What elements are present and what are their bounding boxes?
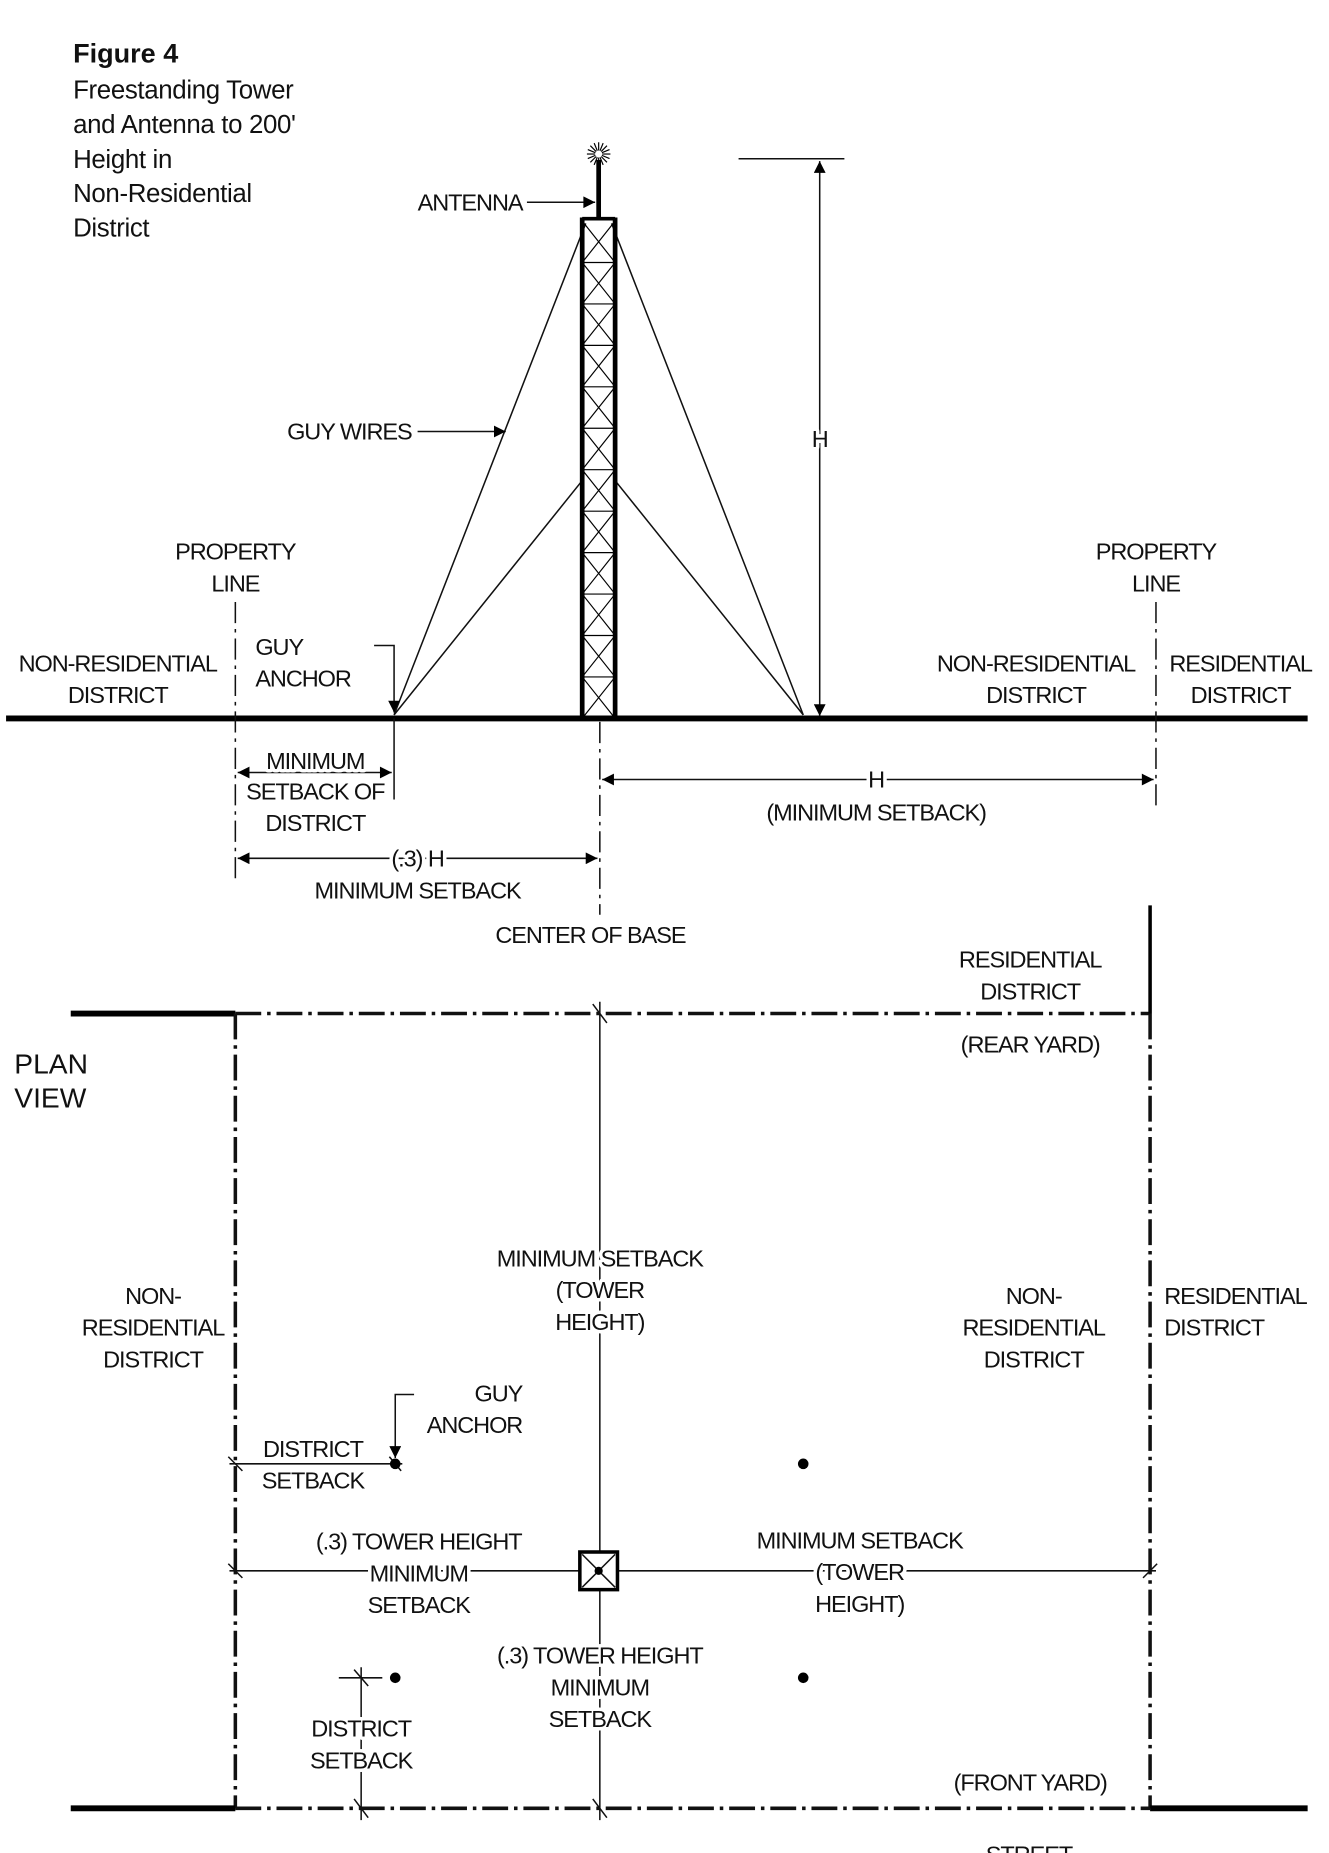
district-label: NON-RESIDENTIAL [937, 650, 1136, 676]
antenna-ray [601, 154, 610, 160]
dimension-label: SETBACK OF [246, 779, 385, 805]
dimension-label: HEIGHT) [555, 1309, 644, 1335]
caption-line: and Antenna to 200' [73, 111, 296, 139]
antenna-ray [589, 156, 597, 163]
antenna-ray [599, 157, 604, 166]
dimension-label: H [868, 767, 884, 793]
district-label: DISTRICT [980, 978, 1081, 1004]
lattice-brace [581, 510, 616, 553]
district-label: RESIDENTIAL [1164, 1283, 1307, 1309]
guy-anchor-label: ANCHOR [255, 666, 351, 692]
district-label: DISTRICT [984, 1346, 1085, 1372]
district-label: RESIDENTIAL [1169, 650, 1312, 676]
lattice-brace [581, 552, 616, 595]
street-label: STREET [986, 1841, 1073, 1853]
lattice-brace [581, 262, 616, 305]
antenna-ray [593, 157, 598, 166]
district-label: RESIDENTIAL [959, 947, 1102, 973]
antenna-ray [589, 145, 597, 152]
caption-line: Freestanding Tower [73, 77, 294, 105]
dimension-label: MINIMUM SETBACK [497, 1245, 704, 1271]
lattice-tower [579, 216, 618, 719]
caption-line: Height in [73, 146, 172, 174]
figure-number: Figure 4 [73, 38, 178, 68]
district-label: DISTRICT [986, 682, 1087, 708]
district-label: RESIDENTIAL [82, 1315, 225, 1341]
dimension-label: SETBACK [310, 1747, 414, 1773]
antenna-ray [587, 148, 596, 154]
dimension-label: HEIGHT) [815, 1591, 904, 1617]
guy-anchor-label: ANCHOR [427, 1412, 523, 1438]
property-line-label: LINE [211, 570, 259, 596]
district-label: DISTRICT [1191, 682, 1292, 708]
plan-view-title: PLAN [14, 1047, 88, 1079]
dimension-label: (.3) TOWER HEIGHT [316, 1529, 522, 1555]
district-label: NON-RESIDENTIAL [19, 650, 218, 676]
district-label: DISTRICT [1164, 1315, 1265, 1341]
lattice-brace [581, 635, 616, 678]
dimension-label: (TOWER [556, 1277, 645, 1303]
tower-base-icon [578, 1550, 620, 1592]
plan-view: PLAN VIEW RESIDENTIAL DISTRICT (REAR YAR… [14, 905, 1309, 1853]
caption-line: Non-Residential [73, 180, 252, 208]
antenna-ray [600, 156, 608, 163]
lattice-brace [581, 427, 616, 471]
dimension-label: (MINIMUM SETBACK) [766, 800, 986, 826]
dimension-label: SETBACK [368, 1592, 472, 1618]
property-line-label: LINE [1132, 570, 1180, 596]
antenna-icon [586, 142, 611, 218]
lattice-brace [581, 345, 616, 388]
dimension-label: (.3) TOWER HEIGHT [497, 1643, 703, 1669]
guy-anchor-label: GUY [255, 634, 304, 660]
dimension-label: MINIMUM [266, 748, 364, 774]
district-label: NON- [1006, 1283, 1062, 1309]
front-yard-label: (FRONT YARD) [954, 1770, 1107, 1796]
antenna-ray [601, 148, 610, 154]
district-label: DISTRICT [68, 682, 169, 708]
elevation-view: ANTENNA GUY WIRES H PROPERTY LINE PROPER… [6, 142, 1314, 948]
guy-anchor-label: GUY [474, 1381, 523, 1407]
dimension-label: (TOWER [815, 1559, 904, 1585]
district-label: RESIDENTIAL [962, 1315, 1105, 1341]
dimension-label: SETBACK [549, 1706, 653, 1732]
lattice-brace [581, 303, 616, 346]
lattice-brace [581, 593, 616, 636]
guy-anchor-points [389, 1458, 809, 1684]
antenna-ray [593, 142, 598, 151]
guy-wires-label: GUY WIRES [287, 419, 412, 445]
lattice-brace [581, 386, 616, 429]
dimension-label: DISTRICT [311, 1716, 412, 1742]
lattice-brace [581, 469, 616, 512]
plan-view-title: VIEW [14, 1082, 86, 1114]
figure-title-block: Figure 4 Freestanding Tower and Antenna … [73, 38, 296, 242]
lattice-brace [581, 676, 616, 719]
dimension-label: MINIMUM SETBACK [757, 1527, 964, 1553]
center-of-base-label: CENTER OF BASE [495, 922, 686, 948]
rear-yard-label: (REAR YARD) [961, 1031, 1100, 1057]
height-label: H [812, 426, 828, 452]
property-line-label: PROPERTY [1096, 539, 1218, 565]
dimension-label: DISTRICT [265, 810, 366, 836]
guy-wires [393, 223, 804, 716]
antenna-ray [600, 145, 608, 152]
antenna-ray [587, 154, 596, 160]
dimension-label: DISTRICT [263, 1436, 364, 1462]
antenna-ray [599, 142, 604, 151]
dimension-label: MINIMUM [370, 1560, 468, 1586]
property-line-label: PROPERTY [175, 539, 297, 565]
caption-line: District [73, 214, 149, 242]
antenna-label: ANTENNA [418, 189, 524, 215]
dimension-label: MINIMUM SETBACK [315, 877, 522, 903]
dimension-label: (.3) H [391, 846, 443, 872]
dimension-label: MINIMUM [551, 1674, 649, 1700]
district-label: DISTRICT [103, 1346, 204, 1372]
district-label: NON- [125, 1283, 181, 1309]
dimension-label: SETBACK [262, 1468, 366, 1494]
lattice-brace [581, 220, 616, 263]
